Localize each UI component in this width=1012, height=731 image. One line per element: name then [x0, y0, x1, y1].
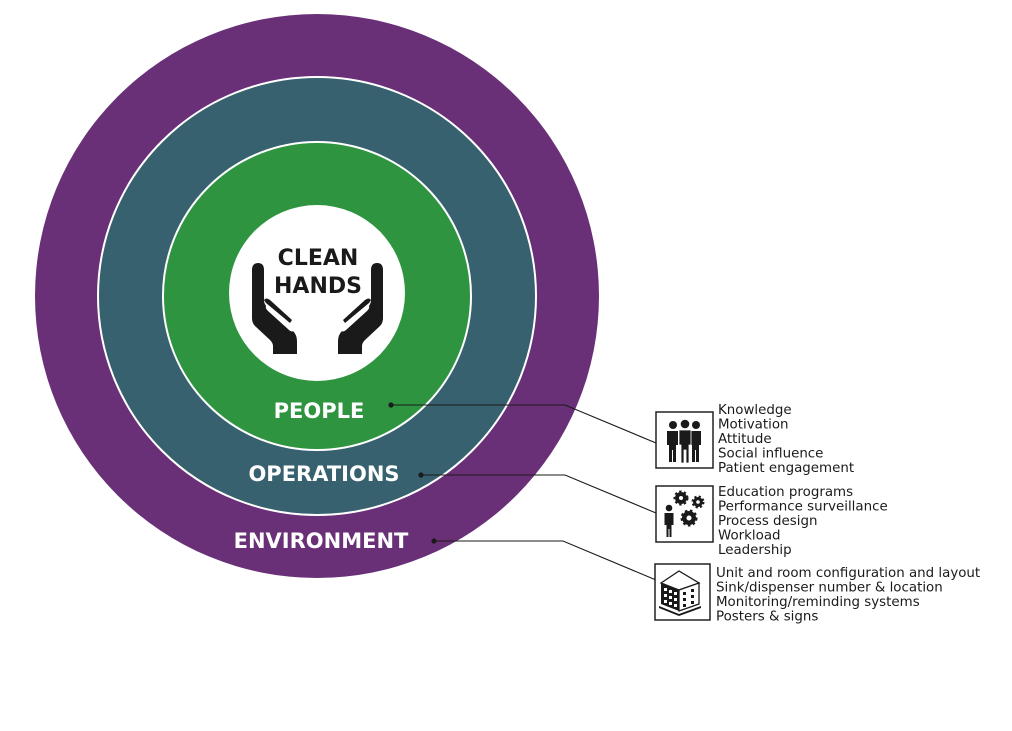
operations-label: OPERATIONS: [248, 462, 399, 486]
environment-connector: [431, 538, 657, 581]
list-item: Monitoring/reminding systems: [716, 595, 920, 610]
people-group-icon: [667, 419, 701, 464]
list-item: Sink/dispenser number & location: [716, 581, 943, 596]
list-item: Workload: [718, 529, 781, 544]
list-item: Social influence: [718, 447, 823, 462]
list-item: Motivation: [718, 418, 789, 433]
cupped-hands-icon: [252, 263, 383, 354]
center-title-line2: HANDS: [274, 274, 362, 299]
list-item: Knowledge: [718, 403, 792, 418]
operations-factors-list: Education programs Performance surveilla…: [718, 485, 888, 558]
center-title-line1: CLEAN: [278, 246, 359, 271]
list-item: Process design: [718, 514, 817, 529]
environment-detail-box: [654, 563, 711, 621]
list-item: Performance surveillance: [718, 500, 888, 515]
list-item: Attitude: [718, 432, 772, 447]
list-item: Unit and room configuration and layout: [716, 566, 980, 581]
people-label: PEOPLE: [274, 399, 365, 423]
people-connector: [388, 402, 657, 444]
list-item: Posters & signs: [716, 610, 818, 625]
people-detail-box: [655, 411, 714, 469]
list-item: Leadership: [718, 543, 792, 558]
people-factors-list: Knowledge Motivation Attitude Social inf…: [718, 403, 854, 476]
list-item: Education programs: [718, 485, 853, 500]
environment-factors-list: Unit and room configuration and layout S…: [716, 566, 980, 625]
operations-connector: [418, 472, 657, 514]
list-item: Patient engagement: [718, 461, 854, 476]
operations-detail-box: [655, 485, 714, 543]
environment-label: ENVIRONMENT: [234, 529, 409, 553]
building-icon: [659, 570, 701, 616]
person-gears-icon: [664, 490, 705, 537]
